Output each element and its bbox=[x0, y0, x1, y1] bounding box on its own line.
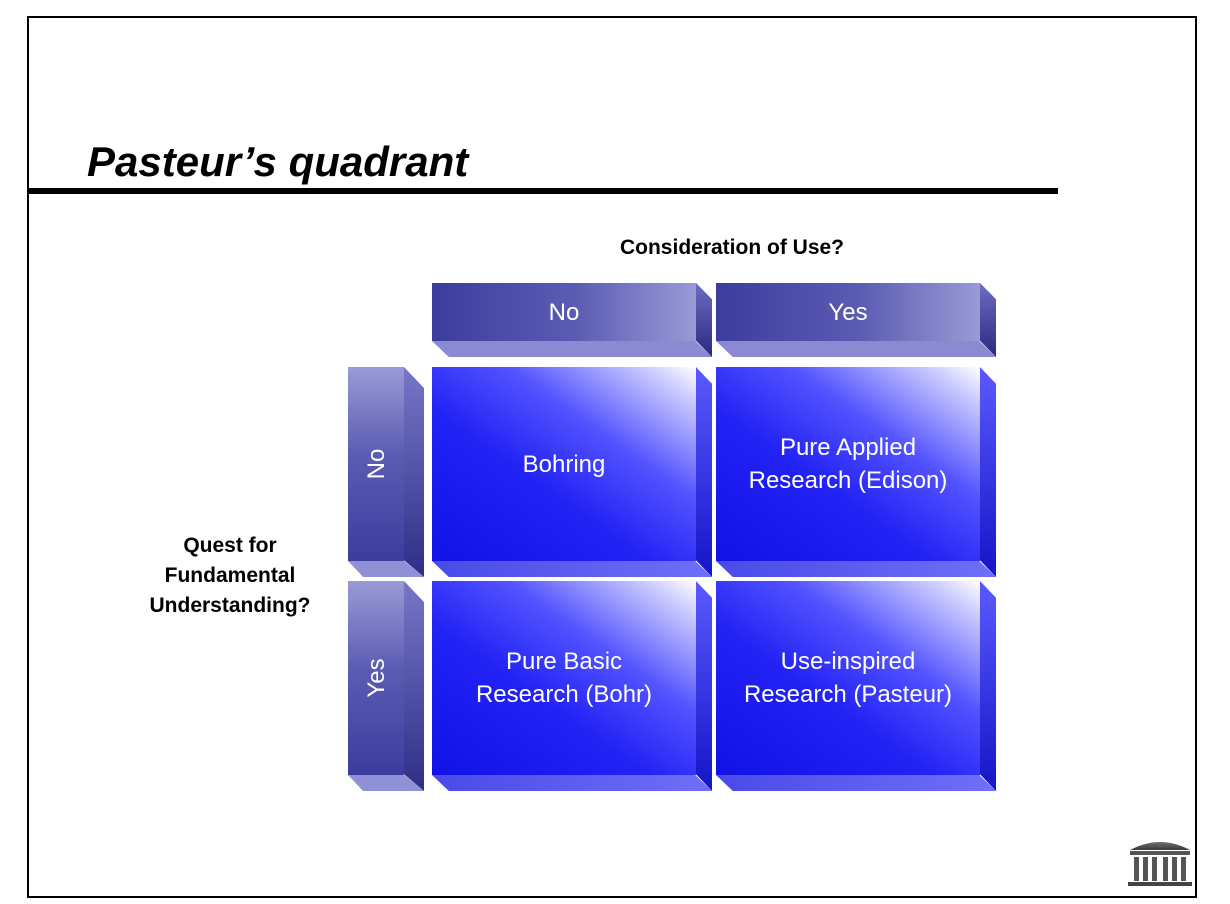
quadrant-use-inspired-line-2: Research (Pasteur) bbox=[743, 681, 953, 708]
quadrant-use-inspired-label: Use-inspired Research (Pasteur) bbox=[716, 581, 980, 775]
column-header-no: No bbox=[432, 283, 712, 357]
row-header-yes: Yes bbox=[348, 581, 424, 791]
quadrant-pure-applied-label: Pure Applied Research (Edison) bbox=[716, 367, 980, 561]
row-axis-label-line-1: Quest for bbox=[183, 534, 277, 557]
row-axis-label: Quest for Fundamental Understanding? bbox=[110, 531, 350, 621]
row-header-no: No bbox=[348, 367, 424, 577]
quadrant-bohring-label: Bohring bbox=[522, 450, 606, 478]
row-header-yes-label: Yes bbox=[362, 658, 390, 698]
quadrant-pure-basic-line-2: Research (Bohr) bbox=[475, 681, 653, 708]
quadrant-pure-basic-label: Pure Basic Research (Bohr) bbox=[432, 581, 696, 775]
column-header-no-label: No bbox=[548, 298, 580, 326]
quadrant-pure-applied-line-2: Research (Edison) bbox=[748, 467, 948, 494]
slide-title: Pasteur’s quadrant bbox=[87, 138, 469, 185]
column-header-yes-label: Yes bbox=[828, 298, 868, 326]
column-axis-label: Consideration of Use? bbox=[619, 236, 845, 259]
quadrant-use-inspired-line-1: Use-inspired bbox=[780, 648, 916, 675]
row-header-no-label: No bbox=[362, 448, 390, 480]
quadrant-pure-applied-line-1: Pure Applied bbox=[779, 434, 917, 461]
row-axis-label-line-2: Fundamental bbox=[164, 564, 296, 587]
quadrant-pure-applied: Pure Applied Research (Edison) bbox=[716, 367, 996, 577]
quadrant-pure-basic: Pure Basic Research (Bohr) bbox=[432, 581, 712, 791]
title-underline bbox=[29, 188, 1058, 194]
quadrant-pure-basic-line-1: Pure Basic bbox=[505, 648, 623, 675]
row-axis-label-line-3: Understanding? bbox=[149, 594, 311, 617]
quadrant-use-inspired: Use-inspired Research (Pasteur) bbox=[716, 581, 996, 791]
column-header-yes: Yes bbox=[716, 283, 996, 357]
quadrant-bohring: Bohring bbox=[432, 367, 712, 577]
building-columns-icon bbox=[1128, 842, 1192, 886]
